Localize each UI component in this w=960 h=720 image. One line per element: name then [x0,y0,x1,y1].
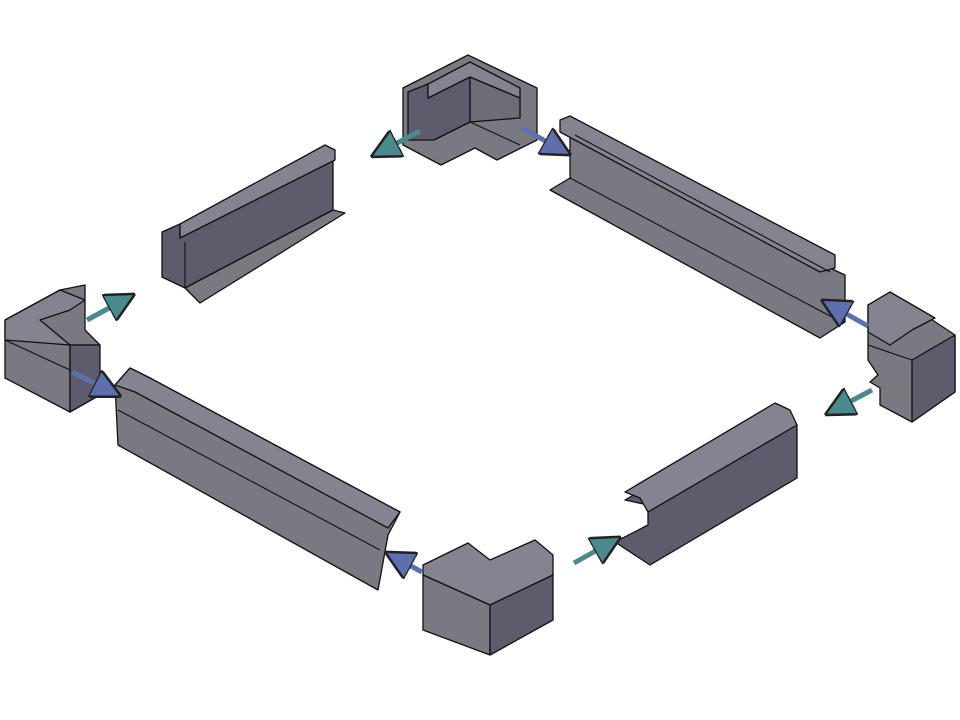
corner-top [402,54,538,166]
arrow-a1 [384,128,422,150]
arrow-a4 [70,369,108,390]
corner-left [4,284,101,413]
straight-lower-left-long [114,367,401,591]
straight-lower-right [614,402,798,566]
arrow-a6 [838,390,874,408]
arrow-a5 [834,307,870,329]
straight-right-long [549,115,846,339]
arrow-a3 [85,301,122,323]
corner-bottom [422,539,554,656]
corner-right [867,291,956,423]
arrow-a2 [520,125,558,148]
straight-upper-left [161,144,346,304]
arrow-a8 [572,544,608,566]
arrow-a7 [398,559,424,572]
